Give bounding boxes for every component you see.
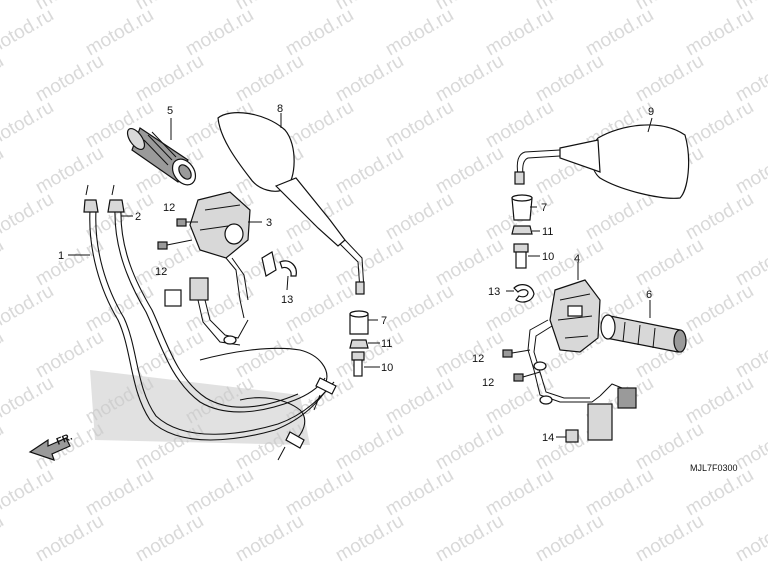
leader-lines <box>68 113 653 438</box>
throttle-grip <box>126 127 197 186</box>
shadow-pattern <box>90 370 310 445</box>
screw-12c <box>502 349 531 358</box>
watermark-text: motod.ru <box>32 511 107 567</box>
callout-3: 3 <box>266 217 272 229</box>
watermark-text: motod.ru <box>0 97 57 153</box>
right-mirror <box>514 124 690 199</box>
watermark-text: motod.ru <box>132 511 207 567</box>
watermark-text: motod.ru <box>0 419 7 475</box>
callout-13-left: 13 <box>281 294 293 306</box>
watermark-text: motod.ru <box>0 51 7 107</box>
watermark-text: motod.ru <box>632 511 707 567</box>
bolt-10-left <box>351 351 365 377</box>
throttle-housing <box>189 191 251 319</box>
callout-labels: 1 2 3 4 5 6 7 7 8 9 10 10 11 11 12 12 12… <box>58 103 654 444</box>
bar-end-weight-left <box>349 310 369 335</box>
callout-5: 5 <box>167 105 173 117</box>
nut-11-right <box>511 225 533 235</box>
callout-12c: 12 <box>472 353 484 365</box>
watermark-text: motod.ru <box>332 511 407 567</box>
watermark-text: motod.ru <box>0 373 57 429</box>
callout-2: 2 <box>135 211 141 223</box>
watermark-text: motod.ru <box>732 51 768 107</box>
watermark-text: motod.ru <box>732 143 768 199</box>
right-grip <box>600 314 687 353</box>
callout-11-left: 11 <box>381 338 392 350</box>
watermark-text: motod.ru <box>532 511 607 567</box>
callout-4: 4 <box>574 253 580 265</box>
callout-14: 14 <box>542 432 554 444</box>
watermark-text: motod.ru <box>232 511 307 567</box>
watermark-text: motod.ru <box>432 511 507 567</box>
switch-harness-right <box>527 319 637 441</box>
callout-11-right: 11 <box>542 226 553 238</box>
callout-8: 8 <box>277 103 283 115</box>
watermark-text: motod.ru <box>0 143 7 199</box>
watermark-text: motod.ru <box>732 511 768 567</box>
right-switch-housing <box>549 279 601 353</box>
watermark-text: motod.ru <box>0 281 57 337</box>
callout-6: 6 <box>646 289 652 301</box>
callout-1: 1 <box>58 250 64 262</box>
watermark-text: motod.ru <box>0 235 7 291</box>
watermark-text: motod.ru <box>0 327 7 383</box>
screw-12d <box>513 371 541 382</box>
watermark-text: motod.ru <box>732 327 768 383</box>
screw-12a <box>176 218 198 227</box>
watermark-text: motod.ru <box>0 0 7 14</box>
clamp-13-left <box>261 251 297 277</box>
callout-12b: 12 <box>155 266 167 278</box>
watermark-text: motod.ru <box>0 189 57 245</box>
callout-7-left: 7 <box>381 315 387 327</box>
clamp-13-right <box>513 284 535 303</box>
nut-11-left <box>349 339 369 349</box>
bolt-10-right <box>513 243 529 269</box>
switch-harness-left <box>164 277 249 346</box>
front-direction-arrow: FR. <box>28 431 74 461</box>
watermark-text: motod.ru <box>0 465 57 521</box>
screw-12b <box>157 239 193 250</box>
throttle-cables <box>83 184 337 461</box>
left-mirror <box>217 112 365 295</box>
callout-13-right: 13 <box>488 286 500 298</box>
callout-10-left: 10 <box>381 362 393 374</box>
callout-7-right: 7 <box>541 202 547 214</box>
callout-12d: 12 <box>482 377 494 389</box>
watermark-text: motod.ru <box>0 511 7 567</box>
callout-9: 9 <box>648 106 654 118</box>
diagram-code: MJL7F0300 <box>690 463 738 473</box>
watermark-text: motod.ru <box>0 5 57 61</box>
callout-10-right: 10 <box>542 251 554 263</box>
callout-12a: 12 <box>163 202 175 214</box>
watermark-text: motod.ru <box>732 235 768 291</box>
clip-14 <box>565 429 579 443</box>
bar-end-weight-right <box>511 194 533 221</box>
